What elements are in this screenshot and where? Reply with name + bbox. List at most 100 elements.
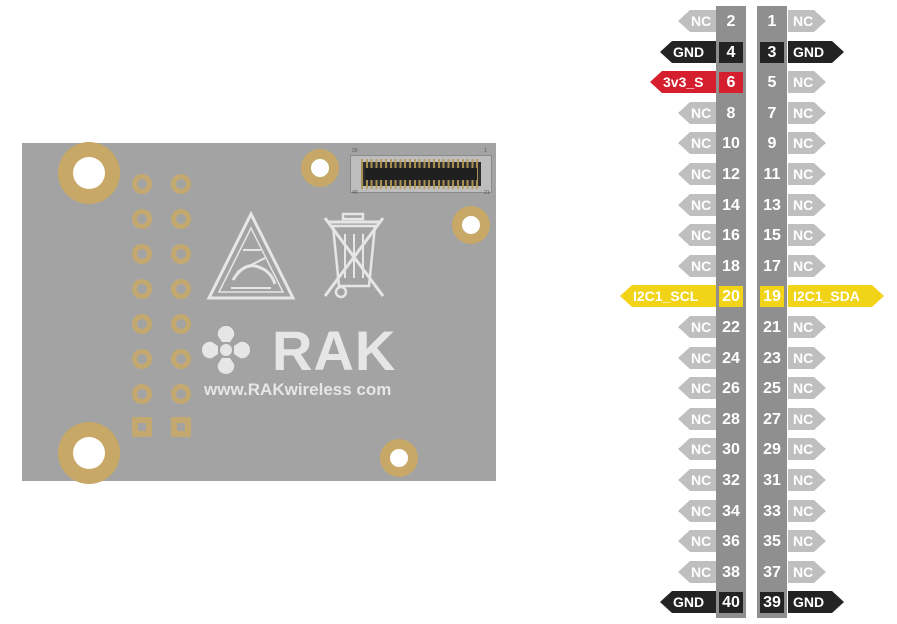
- pin-label-right: NC: [788, 408, 826, 430]
- pin-number-odd: 11: [760, 164, 784, 185]
- pin-label-right: NC: [788, 500, 826, 522]
- pin-number-even: 20: [719, 286, 743, 307]
- pin-number-odd: 1: [760, 11, 784, 32]
- pin-label-left: NC: [678, 316, 716, 338]
- pin-label-left: NC: [678, 102, 716, 124]
- pin-number-even: 34: [719, 501, 743, 522]
- board-illustration: 20 1 40 21 RAK www.RAKwireless com: [22, 142, 496, 484]
- pin-label-left: 3v3_S: [650, 71, 716, 93]
- pin-number-even: 18: [719, 256, 743, 277]
- pin-number-even: 6: [719, 72, 743, 93]
- pin-label-left: I2C1_SCL: [620, 285, 716, 307]
- pin-label-right: NC: [788, 377, 826, 399]
- rak-logo-icon: [201, 325, 251, 375]
- header-pad: [132, 384, 152, 404]
- pin-number-odd: 31: [760, 470, 784, 491]
- pin-number-odd: 15: [760, 225, 784, 246]
- pin-number-odd: 25: [760, 378, 784, 399]
- header-pad: [171, 279, 191, 299]
- pin-number-odd: 7: [760, 103, 784, 124]
- pin-number-even: 14: [719, 195, 743, 216]
- pin-number-odd: 17: [760, 256, 784, 277]
- pin-number-even: 12: [719, 164, 743, 185]
- pin-label-left: NC: [678, 224, 716, 246]
- header-pad: [171, 174, 191, 194]
- pin-label-left: GND: [660, 591, 716, 613]
- header-pad: [132, 209, 152, 229]
- pin-number-even: 8: [719, 103, 743, 124]
- pin-number-odd: 39: [760, 592, 784, 613]
- mounting-hole-right: [452, 206, 490, 244]
- pin-label-right: I2C1_SDA: [788, 285, 884, 307]
- pin-number-odd: 19: [760, 286, 784, 307]
- header-pad: [171, 384, 191, 404]
- connector-label-top-right: 1: [484, 148, 487, 154]
- pin-label-left: NC: [678, 438, 716, 460]
- pin-label-left: NC: [678, 377, 716, 399]
- pin-number-even: 16: [719, 225, 743, 246]
- header-pad: [132, 244, 152, 264]
- pin-number-even: 36: [719, 531, 743, 552]
- esd-warning-icon: [206, 210, 296, 300]
- connector-label-bottom-left: 40: [352, 190, 358, 196]
- header-pad: [132, 314, 152, 334]
- mounting-hole-top-middle: [301, 149, 339, 187]
- pin-label-right: NC: [788, 316, 826, 338]
- pin-number-even: 10: [719, 133, 743, 154]
- pin-label-left: GND: [660, 41, 716, 63]
- pin-label-right: NC: [788, 102, 826, 124]
- pin-strip-even: [716, 6, 746, 618]
- pin-number-even: 38: [719, 562, 743, 583]
- pin-label-right: NC: [788, 255, 826, 277]
- pin-number-even: 26: [719, 378, 743, 399]
- pin-label-left: NC: [678, 132, 716, 154]
- pin-number-even: 22: [719, 317, 743, 338]
- pin-label-right: NC: [788, 347, 826, 369]
- header-pad: [171, 244, 191, 264]
- pin-label-left: NC: [678, 408, 716, 430]
- connector-label-top-left: 20: [352, 148, 358, 154]
- pin-number-even: 4: [719, 42, 743, 63]
- header-pad: [132, 349, 152, 369]
- pin-label-left: NC: [678, 530, 716, 552]
- pin-label-right: NC: [788, 224, 826, 246]
- mounting-hole-top-left: [58, 142, 120, 204]
- pin-label-left: NC: [678, 10, 716, 32]
- pin-label-right: NC: [788, 10, 826, 32]
- pin-label-right: NC: [788, 163, 826, 185]
- pin-number-odd: 5: [760, 72, 784, 93]
- pin-number-odd: 33: [760, 501, 784, 522]
- header-pad: [171, 209, 191, 229]
- pin-label-right: NC: [788, 438, 826, 460]
- pin-label-left: NC: [678, 347, 716, 369]
- rak-logo-text: RAK: [272, 319, 397, 382]
- mounting-hole-bottom-left: [58, 422, 120, 484]
- weee-recycle-bin-icon: [323, 212, 385, 299]
- pin-label-right: NC: [788, 561, 826, 583]
- pin-label-left: NC: [678, 469, 716, 491]
- pin-strip-odd: [757, 6, 787, 618]
- pin-number-even: 24: [719, 348, 743, 369]
- pin-number-even: 28: [719, 409, 743, 430]
- pin-label-right: NC: [788, 132, 826, 154]
- header-pad-square: [171, 417, 191, 437]
- pin-number-odd: 37: [760, 562, 784, 583]
- pin-number-odd: 35: [760, 531, 784, 552]
- pin-number-even: 2: [719, 11, 743, 32]
- pin-number-odd: 21: [760, 317, 784, 338]
- header-pad: [171, 314, 191, 334]
- pin-number-even: 30: [719, 439, 743, 460]
- pin-number-odd: 27: [760, 409, 784, 430]
- header-pad: [132, 174, 152, 194]
- pin-number-odd: 13: [760, 195, 784, 216]
- pin-label-left: NC: [678, 500, 716, 522]
- pin-label-left: NC: [678, 163, 716, 185]
- pin-label-right: NC: [788, 469, 826, 491]
- connector-label-bottom-right: 21: [484, 190, 490, 196]
- pin-label-left: NC: [678, 255, 716, 277]
- pin-label-right: GND: [788, 41, 844, 63]
- pin-number-even: 32: [719, 470, 743, 491]
- mounting-hole-bottom-right: [380, 439, 418, 477]
- header-pad: [171, 349, 191, 369]
